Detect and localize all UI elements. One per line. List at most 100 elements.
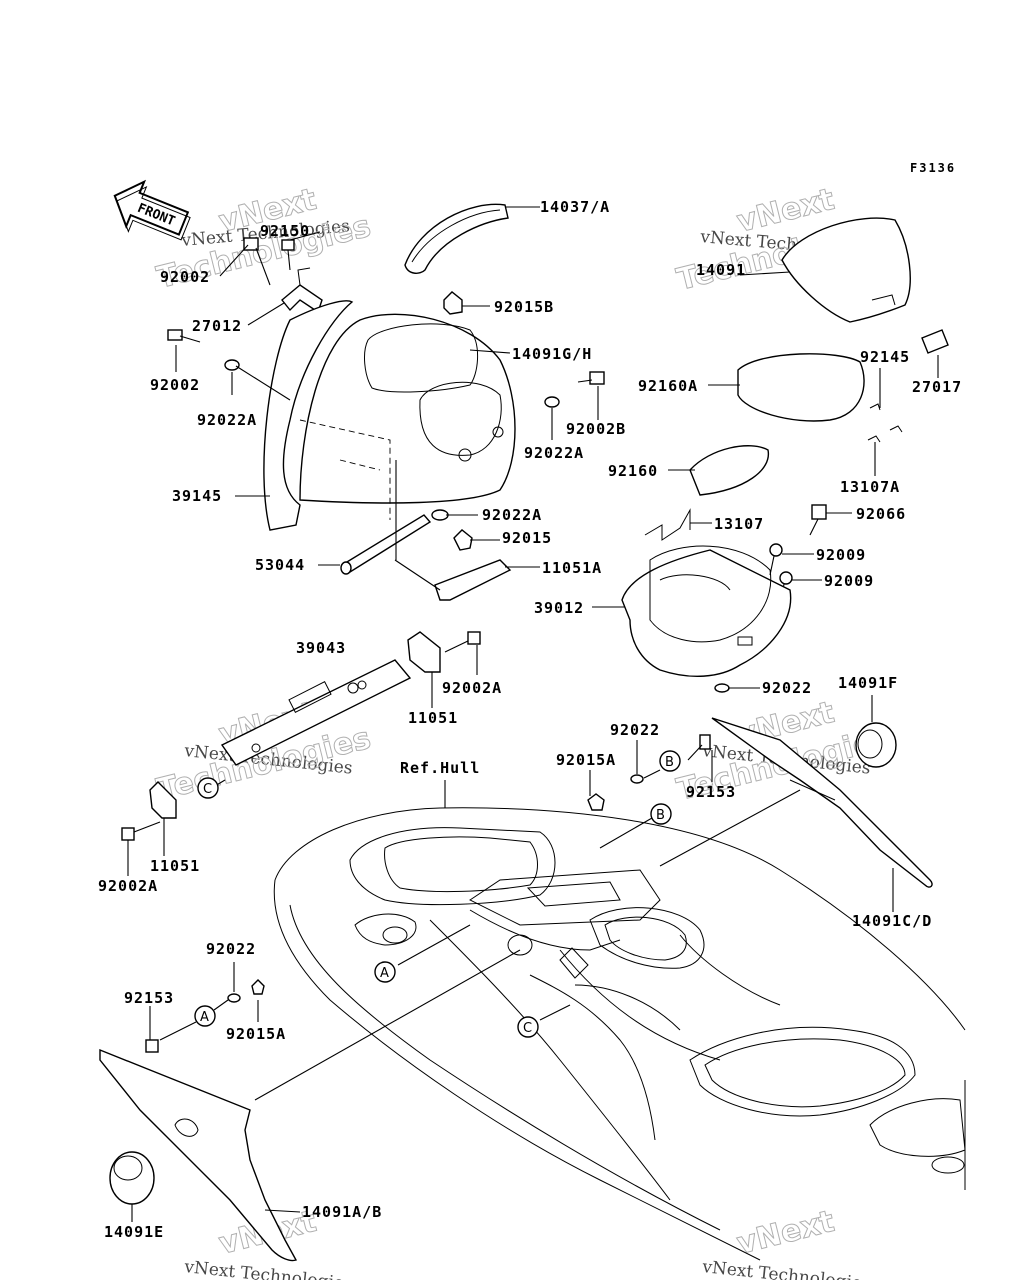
screw-icon [769, 543, 783, 576]
label-92160: 92160 [608, 462, 658, 480]
label-92015b: 92015B [494, 298, 554, 316]
screw-icon [809, 504, 827, 536]
bolt-icon [167, 329, 201, 343]
label-39145: 39145 [172, 487, 222, 505]
label-92015a-low: 92015A [226, 1025, 286, 1043]
cap-14091f [855, 722, 897, 768]
washer-icon [227, 993, 241, 1003]
label-92022a-right: 92022A [524, 444, 584, 462]
label-53044: 53044 [255, 556, 305, 574]
bracket-11051 [149, 781, 177, 819]
mat-92160a [737, 353, 865, 422]
cap-14091e [109, 1151, 155, 1205]
bolt-icon [281, 239, 295, 271]
washer-icon [630, 774, 644, 784]
dashed-guide [339, 459, 381, 471]
label-92015: 92015 [502, 529, 552, 547]
label-14091: 14091 [696, 261, 746, 279]
plate-39043 [220, 659, 412, 766]
label-92066: 92066 [856, 505, 906, 523]
nut-icon [443, 291, 463, 315]
bracket-27012 [281, 267, 323, 314]
storage-bin-39012 [621, 545, 792, 678]
ref-circle-b-hull: B [650, 803, 672, 825]
watermark-vnext: vNext [733, 1204, 837, 1262]
label-92022-low: 92022 [206, 940, 256, 958]
handle-cover-14037 [404, 203, 509, 274]
label-92002-left: 92002 [150, 376, 200, 394]
label-11051-left: 11051 [150, 857, 200, 875]
bolt-icon [444, 631, 481, 653]
ref-circle-b-mid: B [659, 750, 681, 772]
bracket-11051 [407, 631, 441, 673]
label-92022a-left: 92022A [197, 411, 257, 429]
dashed-guide [299, 419, 391, 520]
rod-53044 [340, 514, 432, 573]
label-14091gh: 14091G/H [512, 345, 592, 363]
side-cover-14091ab [99, 1048, 298, 1262]
bolt-icon [121, 821, 161, 841]
fastener-icon [699, 734, 711, 750]
label-11051-mid: 11051 [408, 709, 458, 727]
label-39043: 39043 [296, 639, 346, 657]
label-11051a: 11051A [542, 559, 602, 577]
leader-lines [127, 206, 939, 1222]
spring-13107 [644, 508, 691, 541]
watermark-bottom-right: vNext vNext Technologies [700, 1203, 871, 1280]
label-14091f: 14091F [838, 674, 898, 692]
svg-text:A: A [200, 1010, 209, 1025]
bolt-icon [577, 371, 605, 385]
bracket-11051a [434, 559, 512, 601]
grip-strip-39145 [263, 300, 354, 531]
pad-27017 [921, 329, 949, 354]
nut-icon [587, 793, 605, 811]
watermark-text: vNext Technologies [182, 1257, 353, 1280]
label-14091ab: 14091A/B [302, 1203, 382, 1221]
label-13107a: 13107A [840, 478, 900, 496]
label-14091cd: 14091C/D [852, 912, 932, 930]
clip-icon [889, 425, 903, 433]
washer-icon [431, 509, 449, 521]
watermark-text: vNext Technologies [700, 1257, 871, 1280]
label-14037a: 14037/A [540, 198, 610, 216]
label-92009-a: 92009 [816, 546, 866, 564]
svg-text:C: C [203, 782, 212, 797]
nut-icon [453, 529, 473, 551]
ref-circle-c-left: C [197, 777, 219, 799]
clip-icon [869, 403, 881, 411]
label-92002-top: 92002 [160, 268, 210, 286]
side-cover-14091cd [711, 717, 933, 888]
label-92009-b: 92009 [824, 572, 874, 590]
label-92022a-low: 92022A [482, 506, 542, 524]
label-92002b: 92002B [566, 420, 626, 438]
handle-console-14091gh [299, 313, 516, 504]
cover-14091 [781, 217, 911, 323]
figure-code: F3136 [910, 161, 956, 175]
label-27017: 27017 [912, 378, 962, 396]
label-92002a-left: 92002A [98, 877, 158, 895]
svg-text:A: A [380, 966, 389, 981]
fastener-icon [145, 1039, 159, 1053]
hull-ref [273, 807, 966, 1261]
ref-circle-a-bottom: A [194, 1005, 216, 1027]
ref-circle-a-hull: A [374, 961, 396, 983]
label-ref-hull: Ref.Hull [400, 759, 480, 777]
nut-icon [251, 979, 265, 995]
label-92022-mid: 92022 [610, 721, 660, 739]
label-14091e: 14091E [104, 1223, 164, 1241]
washer-icon [714, 683, 730, 693]
label-92145: 92145 [860, 348, 910, 366]
label-92002a-mid: 92002A [442, 679, 502, 697]
label-92015a-mid: 92015A [556, 751, 616, 769]
bolt-icon [243, 237, 271, 286]
svg-text:B: B [656, 808, 665, 823]
svg-text:B: B [665, 755, 674, 770]
label-92153-low: 92153 [124, 989, 174, 1007]
ref-circle-c-hull: C [517, 1016, 539, 1038]
label-39012: 39012 [534, 599, 584, 617]
label-92160a: 92160A [638, 377, 698, 395]
label-92150: 92150 [260, 222, 310, 240]
label-92153-mid: 92153 [686, 783, 736, 801]
washer-icon [224, 359, 240, 371]
